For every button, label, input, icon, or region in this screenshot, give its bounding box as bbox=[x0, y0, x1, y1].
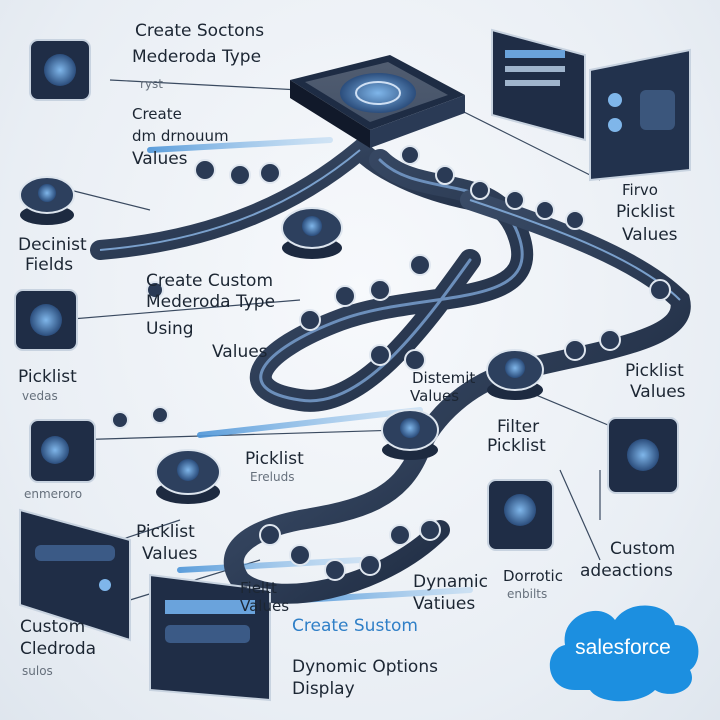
label-picklist-values-left-2: Values bbox=[142, 544, 198, 564]
label-dynamic-values-1: Dynamic bbox=[413, 572, 488, 592]
round-node bbox=[281, 207, 343, 259]
label-picklist-center: Picklist bbox=[245, 449, 304, 469]
label-values-top: Values bbox=[132, 149, 188, 169]
label-small-note: ryst bbox=[140, 77, 163, 91]
round-node bbox=[19, 176, 75, 225]
label-create: Create bbox=[132, 105, 182, 123]
control-panel-top-right bbox=[491, 28, 691, 182]
label-create-sustom: Create Sustom bbox=[292, 616, 418, 636]
label-picklist-left-sub: vedas bbox=[22, 389, 58, 403]
label-fields: Fields bbox=[25, 255, 74, 275]
label-fielt-values-2: Values bbox=[240, 597, 290, 615]
label-mederoda-type-2: Mederoda Type bbox=[146, 292, 276, 312]
cube-node bbox=[29, 419, 96, 483]
salesforce-logo-text: salesforce bbox=[575, 636, 671, 659]
label-create-custom: Create Custom bbox=[146, 271, 274, 291]
label-dm-line: dm drnouum bbox=[132, 127, 229, 145]
label-filter-picklist: Picklist bbox=[487, 436, 546, 456]
label-filter: Filter bbox=[497, 417, 540, 437]
cube-node bbox=[487, 479, 554, 551]
label-custom-right-1: Custom bbox=[610, 539, 676, 559]
track-stops bbox=[111, 145, 671, 581]
label-dynomic-2: Display bbox=[292, 679, 355, 699]
label-first-picklist-1: Firvo bbox=[622, 181, 658, 199]
label-mederoda-type: Mederoda Type bbox=[132, 47, 262, 67]
label-decinist: Decinist bbox=[18, 235, 87, 255]
round-node bbox=[155, 449, 221, 504]
label-custom-bottom-3: sulos bbox=[22, 664, 53, 678]
label-picklist-values-right-2: Values bbox=[630, 382, 686, 402]
label-picklist-values-right-1: Picklist bbox=[625, 361, 684, 381]
cube-node bbox=[29, 39, 91, 101]
main-track bbox=[90, 136, 691, 604]
round-node bbox=[381, 409, 439, 460]
label-first-picklist-2: Picklist bbox=[616, 202, 675, 222]
label-dynamic-values-2: Vatiues bbox=[413, 594, 476, 614]
label-custom-bottom-2: Cledroda bbox=[20, 639, 97, 659]
label-picklist-left: Picklist bbox=[18, 367, 77, 387]
label-using: Using bbox=[146, 319, 194, 339]
salesforce-logo-cloud bbox=[549, 605, 699, 702]
label-distemit: Distemit bbox=[412, 369, 476, 387]
label-dornotic-sub: enbilts bbox=[507, 587, 548, 601]
label-first-picklist-3: Values bbox=[622, 225, 678, 245]
cube-node bbox=[607, 417, 679, 494]
label-custom-right-2: adeactions bbox=[580, 561, 673, 581]
label-create-sections: Create Soctons bbox=[135, 21, 265, 41]
label-picklist-values-left-1: Picklist bbox=[136, 522, 195, 542]
label-custom-bottom-1: Custom bbox=[20, 617, 86, 637]
label-distemit-values: Values bbox=[410, 387, 460, 405]
cube-node bbox=[14, 289, 78, 351]
label-dornotic: Dorrotic bbox=[503, 567, 563, 585]
round-node bbox=[486, 349, 544, 400]
label-values-mid: Values bbox=[212, 342, 268, 362]
label-picklist-center-sub: Ereluds bbox=[250, 470, 295, 484]
label-dynomic-1: Dynomic Options bbox=[292, 657, 438, 677]
label-fielt-values-1: Fieltt bbox=[240, 579, 277, 597]
central-hub-node bbox=[290, 55, 465, 148]
control-panel-bottom-mid bbox=[149, 573, 271, 702]
control-panel-bottom-left bbox=[19, 508, 131, 642]
label-left-faint-bottom: enmeroro bbox=[24, 487, 83, 501]
